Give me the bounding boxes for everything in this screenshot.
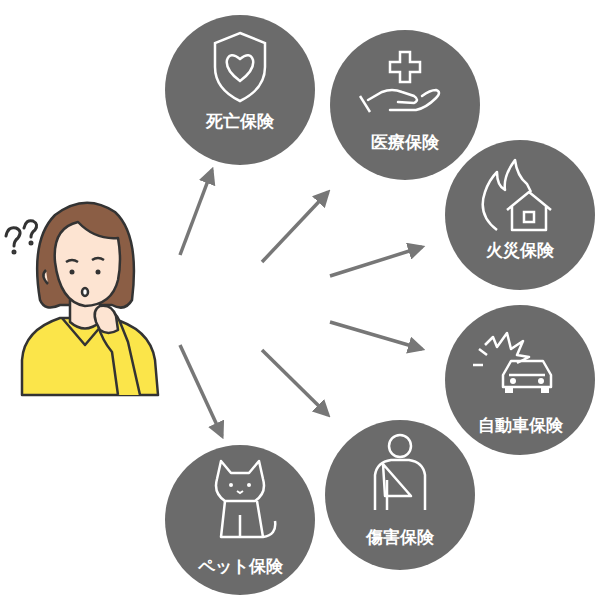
insurance-label: 傷害保険: [366, 527, 434, 547]
insurance-label: ペット保険: [198, 556, 283, 576]
woman-figure: [22, 203, 158, 395]
insurance-icon: [325, 420, 475, 570]
insurance-circle: 火災保険: [445, 140, 595, 290]
insurance-label: 火災保険: [486, 240, 554, 260]
insurance-circle: 医療保険: [330, 30, 480, 180]
insurance-circle: ペット保険: [165, 445, 315, 595]
insurance-circle: 自動車保険: [445, 305, 595, 455]
thought-arrows: [180, 170, 422, 436]
insurance-label: 死亡保険: [206, 111, 274, 131]
insurance-icon: [445, 140, 595, 290]
insurance-circle: 傷害保険: [325, 420, 475, 570]
insurance-icon: [330, 30, 480, 180]
insurance-label: 医療保険: [371, 132, 439, 152]
insurance-circle: 死亡保険: [165, 15, 315, 165]
insurance-icon: [165, 15, 315, 165]
question-marks: [6, 221, 37, 253]
insurance-label: 自動車保険: [478, 415, 563, 435]
